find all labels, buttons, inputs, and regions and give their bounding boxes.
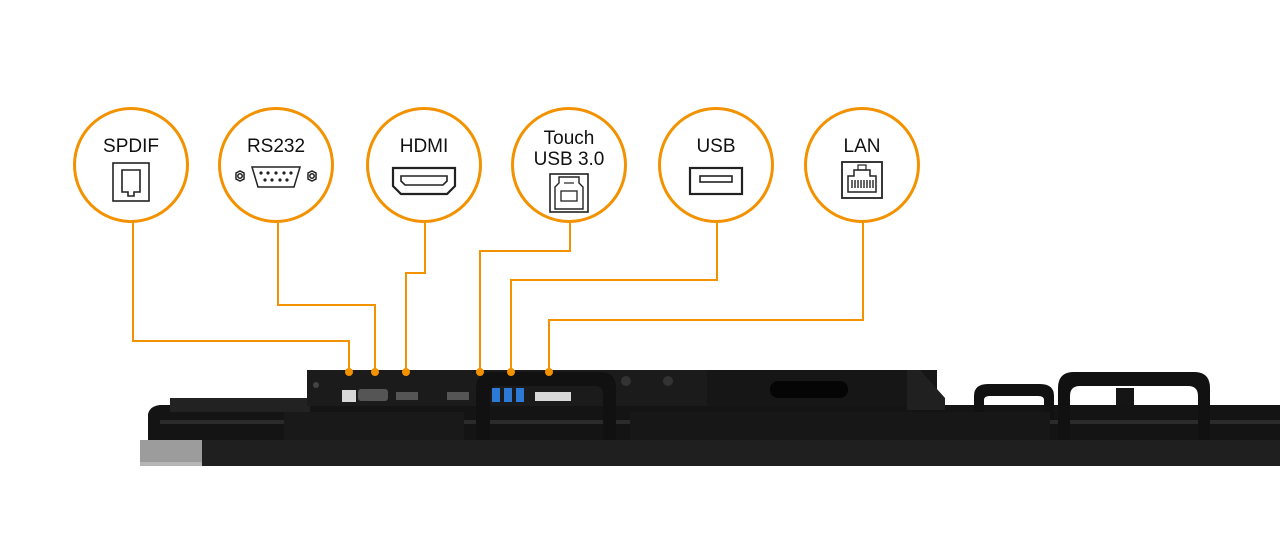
usb-b-port-icon <box>549 173 589 213</box>
leader-line-usb <box>510 223 718 372</box>
label-strip <box>535 392 571 401</box>
port-callout-touch-usb: Touch USB 3.0 <box>511 107 627 223</box>
port-callout-spdif: SPDIF <box>73 107 189 223</box>
port-callout-rs232: RS232 <box>218 107 334 223</box>
leader-line-spdif <box>132 221 350 372</box>
port-callout-usb: USB <box>658 107 774 223</box>
hdmi-port-2 <box>447 392 469 400</box>
leader-line-hdmi <box>405 223 426 372</box>
port-label: USB <box>696 136 736 157</box>
port-callout-hdmi: HDMI <box>366 107 482 223</box>
usb3-port-1 <box>492 388 500 402</box>
display-body <box>140 370 1280 466</box>
leader-line-touch <box>479 223 571 372</box>
rj45-port-icon <box>841 161 883 199</box>
port-label: HDMI <box>399 136 449 157</box>
hdmi-port <box>396 392 418 400</box>
port-label-line1: Touch <box>543 128 595 149</box>
usb-a-port-icon <box>688 166 744 196</box>
usb3-port-2 <box>504 388 512 402</box>
leader-line-lan <box>548 223 864 372</box>
hdmi-port-icon <box>391 166 457 196</box>
rs232-port <box>358 389 388 401</box>
serial-port-icon <box>235 166 317 188</box>
port-label: SPDIF <box>103 136 159 157</box>
leader-lines <box>132 221 864 372</box>
port-callout-lan: LAN <box>804 107 920 223</box>
port-label: RS232 <box>246 136 306 157</box>
optical-port-icon <box>112 162 150 202</box>
leader-line-rs232 <box>277 223 376 372</box>
port-label-line2: USB 3.0 <box>533 149 605 170</box>
port-label: LAN <box>843 136 881 157</box>
usb3-port-3 <box>516 388 524 402</box>
spdif-port <box>342 390 356 402</box>
